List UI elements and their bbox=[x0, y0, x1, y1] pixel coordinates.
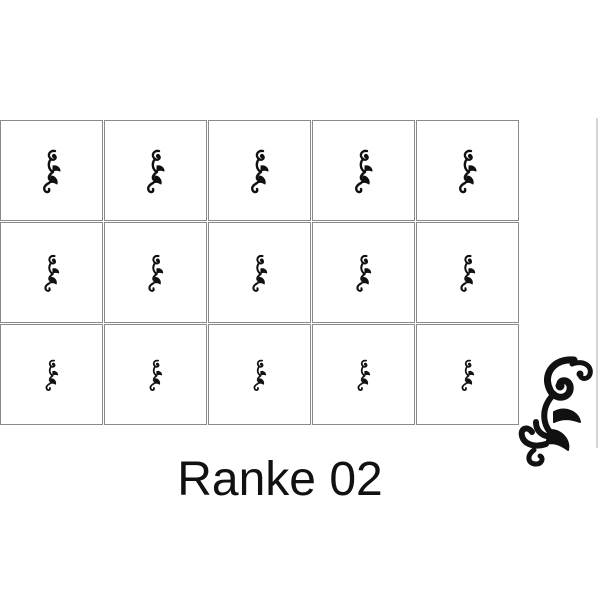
stencil-grid bbox=[0, 120, 520, 428]
stencil-cell-r1-c2 bbox=[104, 120, 207, 221]
stencil-cell-r1-c3 bbox=[208, 120, 311, 221]
stencil-cell-r3-c3 bbox=[208, 324, 311, 425]
stencil-cell-r3-c5 bbox=[416, 324, 519, 425]
stencil-cell-r3-c2 bbox=[104, 324, 207, 425]
stencil-cell-r2-c4 bbox=[312, 222, 415, 323]
stencil-cell-r3-c4 bbox=[312, 324, 415, 425]
stencil-cell-r1-c1 bbox=[0, 120, 103, 221]
stencil-cell-r1-c5 bbox=[416, 120, 519, 221]
stencil-cell-r3-c1 bbox=[0, 324, 103, 425]
right-edge-line bbox=[596, 118, 598, 448]
stencil-cell-r2-c5 bbox=[416, 222, 519, 323]
stencil-cell-r2-c2 bbox=[104, 222, 207, 323]
stencil-cell-r1-c4 bbox=[312, 120, 415, 221]
caption-label: Ranke 02 bbox=[177, 453, 383, 506]
stencil-cell-r2-c1 bbox=[0, 222, 103, 323]
corner-flourish-icon bbox=[514, 352, 594, 475]
stencil-cell-r2-c3 bbox=[208, 222, 311, 323]
